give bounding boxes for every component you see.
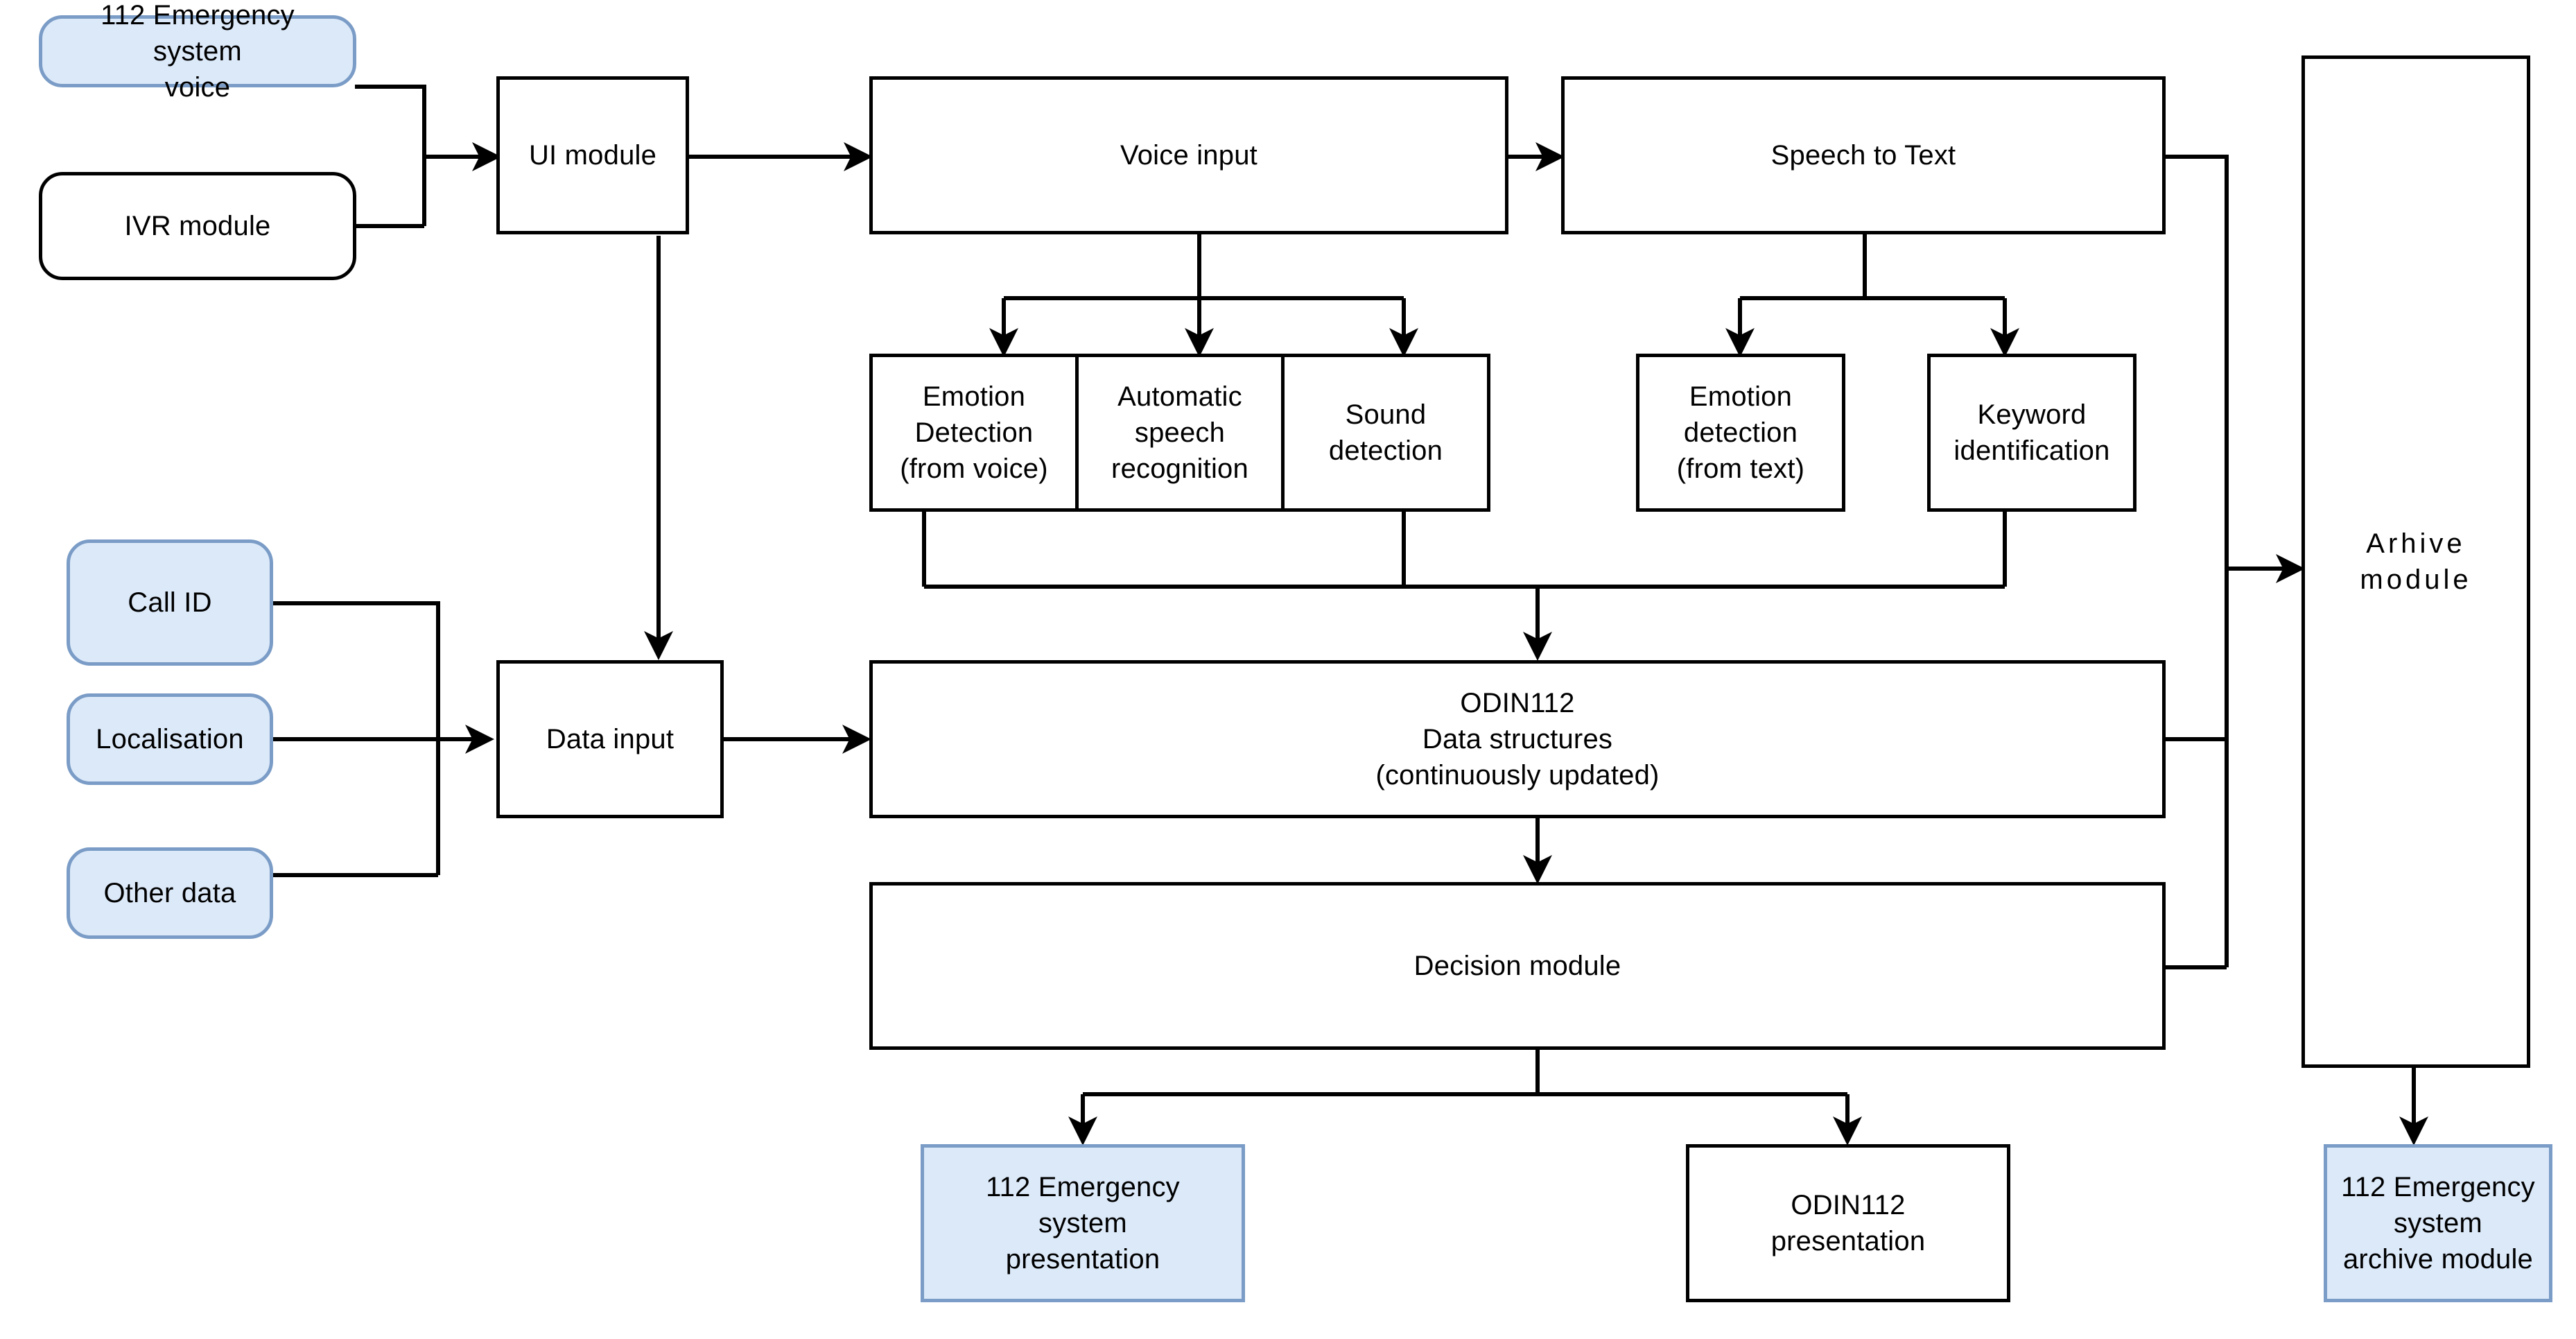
node-label: 112 Emergency system archive module — [2341, 1172, 2535, 1275]
node-voice-input[interactable]: Voice input — [869, 76, 1508, 234]
node-emotion-detection-from-text[interactable]: Emotion detection (from text) — [1636, 354, 1845, 512]
node-label: Sound detection — [1328, 399, 1443, 466]
node-label: Decision module — [1413, 951, 1621, 981]
node-keyword-identification[interactable]: Keyword identification — [1927, 354, 2136, 512]
node-label: Emotion Detection (from voice) — [900, 381, 1048, 484]
node-odin112-presentation[interactable]: ODIN112 presentation — [1686, 1144, 2010, 1302]
node-112-emergency-system-presentation[interactable]: 112 Emergency system presentation — [921, 1144, 1245, 1302]
node-other-data[interactable]: Other data — [67, 847, 273, 939]
node-label: Speech to Text — [1770, 140, 1956, 171]
edge-emergency-voice-merge — [355, 85, 426, 226]
node-label: Emotion detection (from text) — [1676, 381, 1805, 484]
node-call-id[interactable]: Call ID — [67, 539, 273, 666]
node-ivr-module[interactable]: IVR module — [39, 172, 356, 280]
node-112-emergency-system-voice[interactable]: 112 Emergency system voice — [39, 0, 356, 103]
node-automatic-speech-recognition[interactable]: Automatic speech recognition — [1075, 354, 1285, 512]
node-label: Arhive module — [2360, 528, 2472, 595]
node-emotion-detection-from-voice[interactable]: Emotion Detection (from voice) — [869, 354, 1079, 512]
node-decision-module[interactable]: Decision module — [869, 882, 2166, 1050]
node-ui-module[interactable]: UI module — [496, 76, 689, 234]
node-label: Data input — [546, 724, 675, 754]
node-archive-module[interactable]: Arhive module — [2301, 55, 2530, 1068]
node-label: Other data — [103, 878, 236, 908]
node-label: Call ID — [128, 587, 212, 618]
node-label: IVR module — [124, 211, 271, 241]
node-label: UI module — [528, 140, 657, 171]
node-data-input[interactable]: Data input — [496, 660, 724, 818]
node-label: Localisation — [96, 724, 244, 754]
node-label: 112 Emergency system voice — [101, 0, 295, 103]
node-112-emergency-system-archive-module[interactable]: 112 Emergency system archive module — [2324, 1144, 2552, 1302]
edge-speech-to-archive — [2163, 155, 2229, 569]
node-label: Voice input — [1120, 140, 1257, 171]
node-label: ODIN112 presentation — [1770, 1190, 1926, 1256]
edge-callid-merge — [272, 601, 440, 875]
node-sound-detection[interactable]: Sound detection — [1281, 354, 1490, 512]
node-label: Keyword identification — [1953, 399, 2110, 466]
node-label: Automatic speech recognition — [1111, 381, 1248, 484]
node-odin112-data-structures[interactable]: ODIN112 Data structures (continuously up… — [869, 660, 2166, 818]
node-label: ODIN112 Data structures (continuously up… — [1375, 688, 1660, 791]
node-localisation[interactable]: Localisation — [67, 693, 273, 785]
node-label: 112 Emergency system presentation — [986, 1172, 1180, 1275]
node-speech-to-text[interactable]: Speech to Text — [1561, 76, 2166, 234]
